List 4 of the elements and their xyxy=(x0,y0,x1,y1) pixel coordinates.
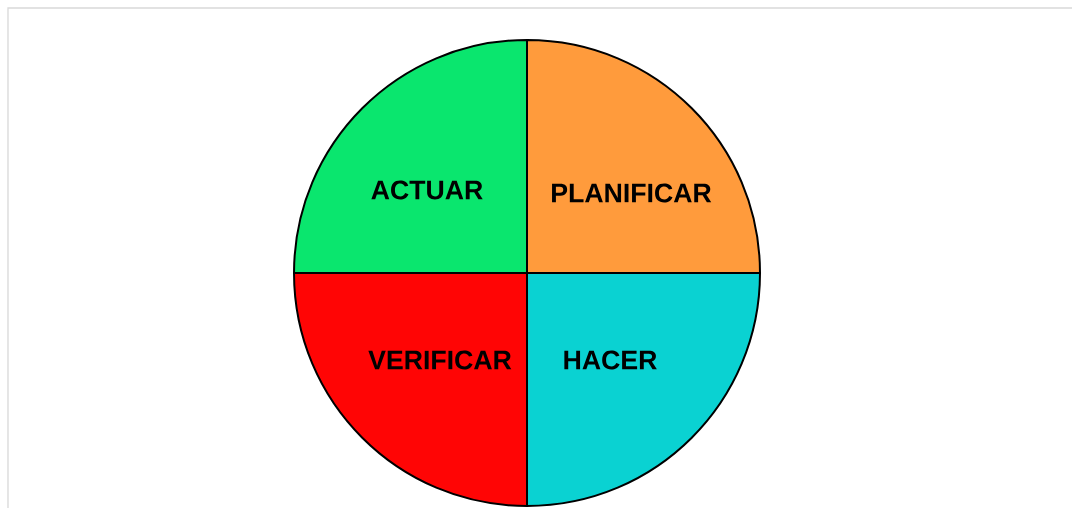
quadrant: ACTUAR xyxy=(293,39,528,274)
quadrant: VERIFICAR xyxy=(293,272,528,507)
quadrant: PLANIFICAR xyxy=(526,39,761,274)
quadrant: HACER xyxy=(526,272,761,507)
